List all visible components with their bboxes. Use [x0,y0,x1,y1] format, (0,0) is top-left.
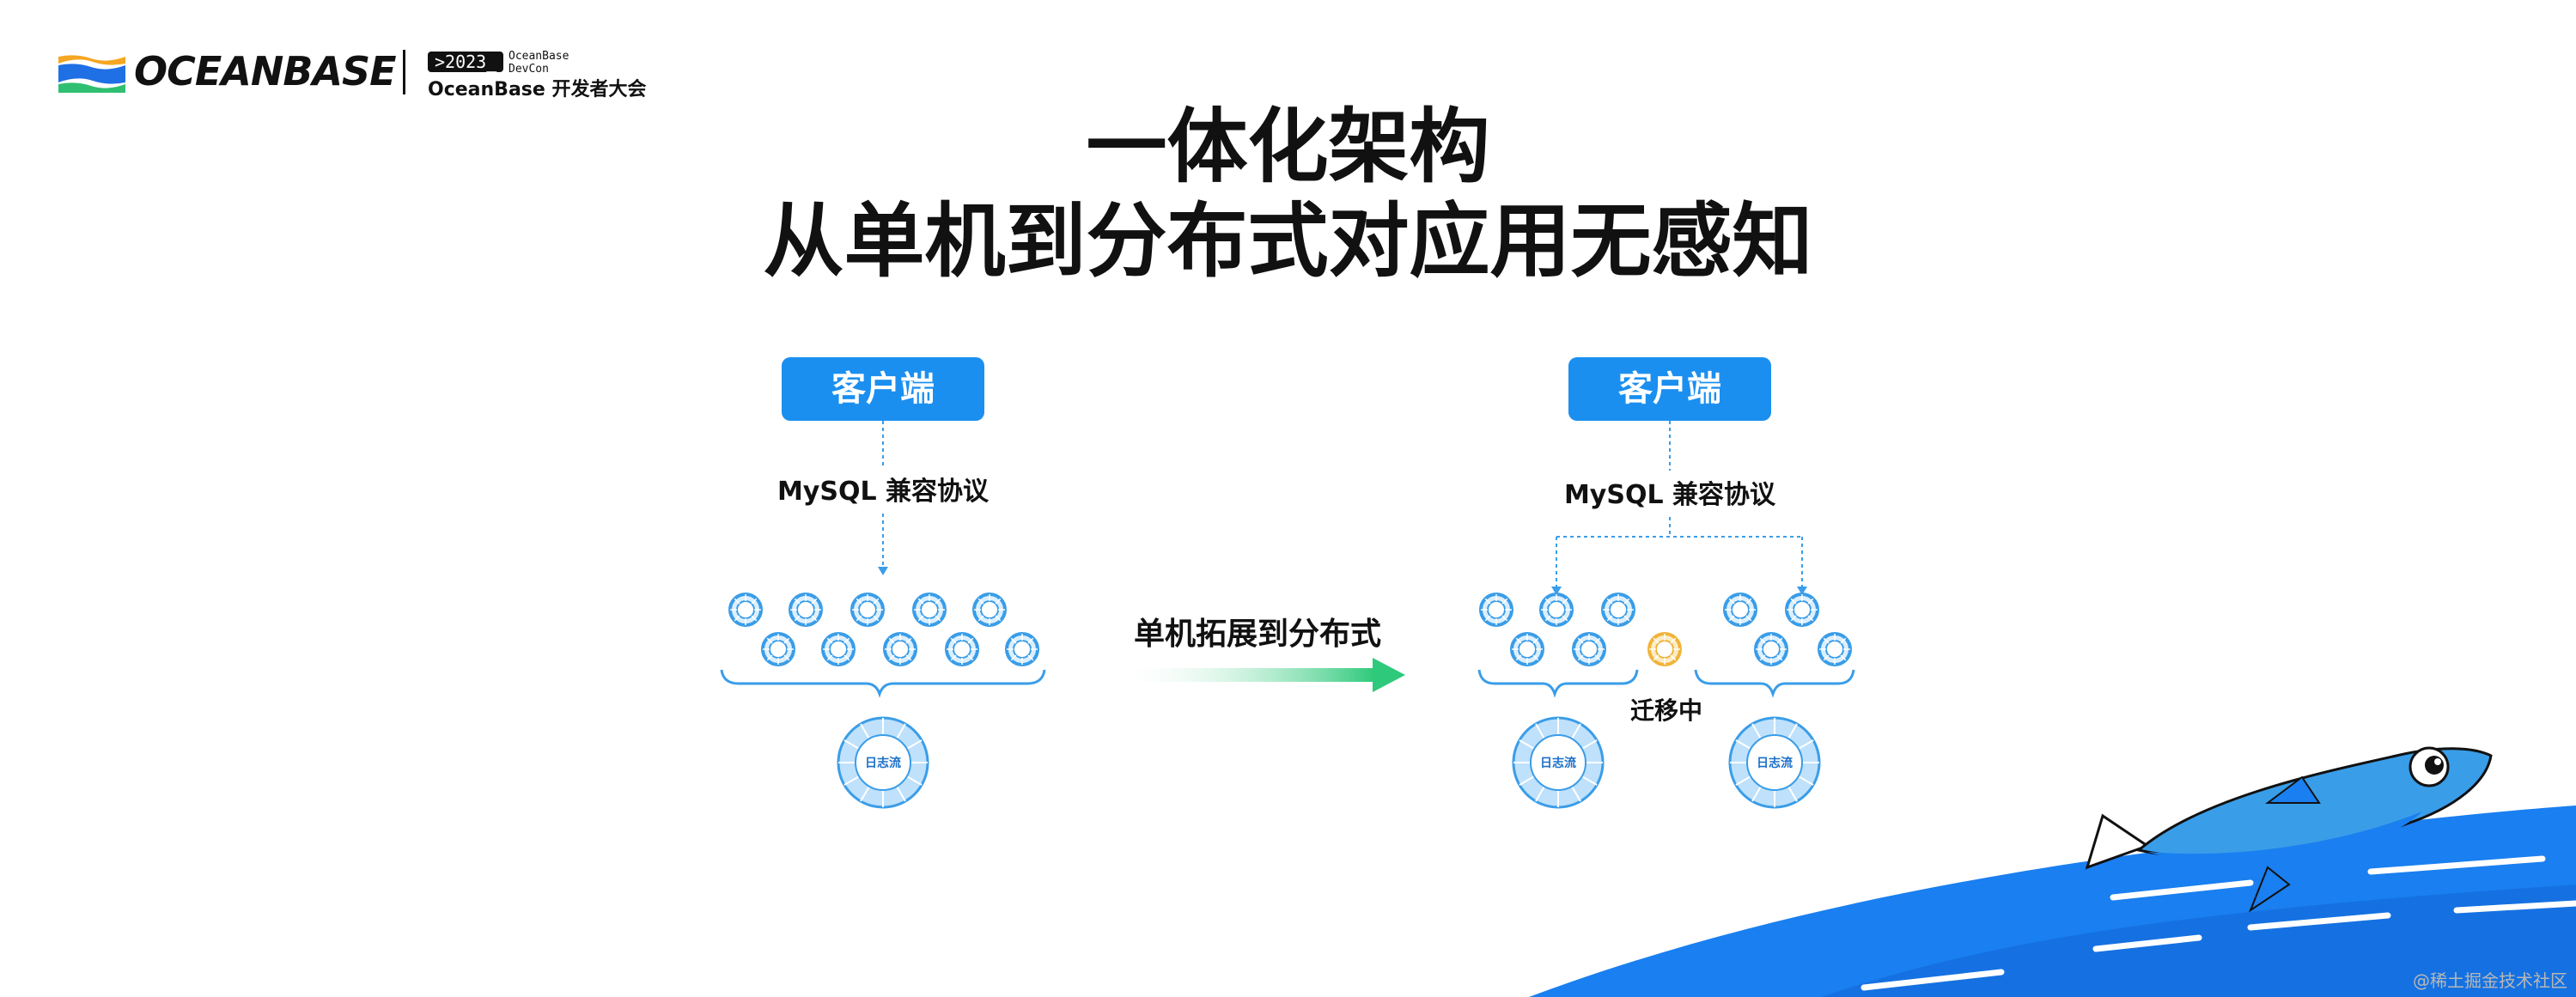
left-node-bottom-1 [761,632,795,666]
right-client-box [1568,357,1771,421]
migrating-label: 迁移中 [1630,696,1702,725]
right-group-a-node-2 [1539,593,1574,627]
right-architecture: 客户端 MySQL 兼容协议 迁移中 日志流 日志流 [1477,357,1855,809]
right-group-b-node-4 [1818,632,1852,666]
log-stream-label: 日志流 [865,756,901,770]
scale-out-arrowhead-icon [1373,658,1405,692]
left-client-box [782,357,984,421]
scale-out-arrow-shaft [1117,668,1374,682]
left-node-bottom-2 [821,632,856,666]
right-group-b-node-1 [1723,593,1757,627]
log-stream-label: 日志流 [1540,756,1576,770]
fish-mascot-icon [2085,746,2493,913]
left-bracket [720,669,1046,698]
brand-divider [403,50,405,94]
log-stream-label: 日志流 [1757,756,1793,770]
right-client-label: 客户端 [1618,369,1721,409]
left-node-top-3 [850,593,885,627]
left-node-bottom-5 [1005,632,1039,666]
right-group-b-node-2 [1785,593,1819,627]
left-node-bottom-3 [883,632,917,666]
page-title-line-1: 一体化架构 [1086,100,1490,194]
right-log-wheel-left-icon: 日志流 [1512,716,1605,809]
right-group-a-node-5 [1572,632,1606,666]
oceanbase-logo-icon [58,55,125,93]
left-log-stream: 日志流 [837,716,929,809]
right-group-b-node-3 [1754,632,1788,666]
right-group-a-node-4 [1510,632,1544,666]
left-architecture: 客户端 MySQL 兼容协议 日志流 [720,357,1046,809]
left-protocol-label: MySQL 兼容协议 [777,477,990,507]
left-log-wheel-icon: 日志流 [837,716,929,809]
left-node-top-5 [972,593,1007,627]
devcon-line-2: DevCon [509,63,549,76]
left-node-top-1 [728,593,763,627]
page-title-line-2: 从单机到分布式对应用无感知 [763,195,1813,289]
brand-wordmark: OCEANBASE [134,48,397,94]
right-split-connector [1556,517,1803,587]
left-node-top-4 [912,593,947,627]
right-log-wheel-right-icon: 日志流 [1728,716,1821,809]
right-arrowhead-right-icon [1797,587,1807,595]
left-arrowhead-icon [878,567,888,575]
right-bracket-right [1694,669,1855,698]
right-log-stream-right: 日志流 [1728,716,1821,809]
conference-name: OceanBase 开发者大会 [428,79,647,100]
right-group-a-node-1 [1479,593,1513,627]
left-node-top-2 [789,593,823,627]
migrating-node [1647,632,1682,666]
left-client-label: 客户端 [831,369,935,409]
devcon-badge: >2023_ [428,52,504,72]
right-protocol-label: MySQL 兼容协议 [1564,480,1776,510]
right-bracket-left [1477,669,1639,698]
right-node-cluster [1479,593,1852,666]
watermark: @稀土掘金技术社区 [2413,970,2567,991]
right-arrowhead-left-icon [1551,587,1562,595]
arrow-label: 单机拓展到分布式 [1134,617,1381,652]
right-log-stream-left: 日志流 [1512,716,1605,809]
left-node-cluster [728,593,1039,666]
left-node-bottom-4 [945,632,979,666]
devcon-line-1: OceanBase [509,50,569,63]
right-group-a-node-3 [1601,593,1635,627]
